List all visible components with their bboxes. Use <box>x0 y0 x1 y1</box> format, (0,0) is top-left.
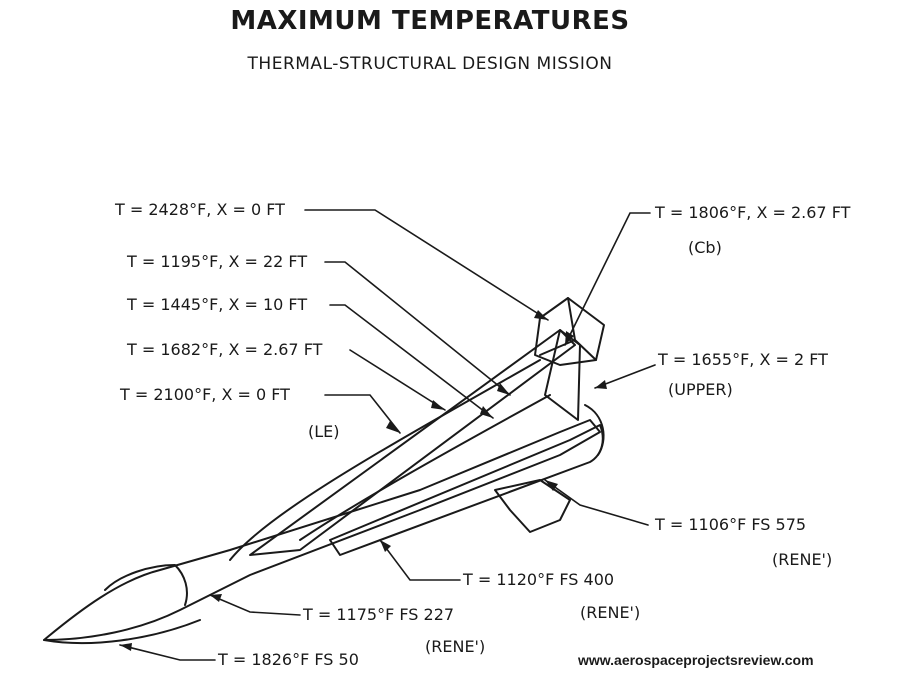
temp-label-1195: T = 1195°F, X = 22 FT <box>127 252 308 271</box>
leader-line <box>379 539 461 581</box>
temp-label-1106: T = 1106°F FS 575 <box>655 515 807 534</box>
arrow-head <box>480 406 493 418</box>
arrow-head <box>431 400 445 410</box>
temp-label-1806-note: (Cb) <box>688 238 722 257</box>
temp-label-1655-note: (UPPER) <box>668 380 733 399</box>
temp-label-1445: T = 1445°F, X = 10 FT <box>127 295 308 314</box>
engine-body <box>329 424 604 556</box>
temp-label-1175: T = 1175°F FS 227 <box>303 605 455 624</box>
temp-label-2428: T = 2428°F, X = 0 FT <box>115 200 285 219</box>
leader-line <box>564 212 651 346</box>
arrow-head <box>497 383 510 395</box>
wing-strake <box>229 359 551 561</box>
ventral-fin <box>494 479 571 533</box>
arrow-head <box>595 380 607 389</box>
temp-label-1826: T = 1826°F FS 50 <box>218 650 359 669</box>
leader-line <box>324 261 511 396</box>
temp-label-1106-note: (RENE') <box>772 550 833 569</box>
arrow-head <box>565 331 574 345</box>
temp-label-1682: T = 1682°F, X = 2.67 FT <box>127 340 323 359</box>
leader-line <box>119 644 216 661</box>
temp-label-1120: T = 1120°F FS 400 <box>463 570 615 589</box>
fuselage-right-edge <box>584 404 605 456</box>
temp-label-1806: T = 1806°F, X = 2.67 FT <box>655 203 851 222</box>
arrow-head <box>120 643 132 651</box>
wing-upper <box>249 329 576 556</box>
canopy <box>104 564 188 606</box>
leader-line <box>324 394 401 434</box>
temp-label-1175-note: (RENE') <box>425 637 486 656</box>
arrow-head <box>386 421 400 433</box>
arrow-head <box>380 540 391 552</box>
fuselage-outline <box>43 419 601 641</box>
nose-underside <box>43 619 201 645</box>
arrow-head <box>210 594 222 602</box>
leader-line <box>209 594 301 616</box>
temp-label-2100-note: (LE) <box>308 422 340 441</box>
wingtip-pod-detail <box>539 297 597 361</box>
website-credit: www.aerospaceprojectsreview.com <box>578 652 814 668</box>
leader-line <box>349 349 446 411</box>
page-subtitle: THERMAL-STRUCTURAL DESIGN MISSION <box>247 54 613 74</box>
temp-label-1120-note: (RENE') <box>580 603 641 622</box>
leader-line <box>329 304 494 419</box>
temp-label-1655: T = 1655°F, X = 2 FT <box>658 350 828 369</box>
arrow-head <box>534 310 548 320</box>
temp-label-2100: T = 2100°F, X = 0 FT <box>120 385 290 404</box>
page-title: MAXIMUM TEMPERATURES <box>230 6 630 36</box>
leader-line <box>544 479 649 526</box>
leader-line <box>304 209 549 321</box>
arrow-head <box>545 480 558 491</box>
